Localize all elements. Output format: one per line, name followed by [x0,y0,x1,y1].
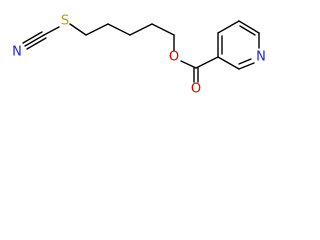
atom-label-nitrogen-thiocyanate: N [12,45,22,60]
ring-bond-5-inner [238,58,252,65]
atom-label-oxygen-carbonyl: O [191,82,201,97]
atom-label-nitrogen-pyridine: N [256,50,266,65]
bond-s-c1 [69,23,87,36]
bond-c3-c4 [129,23,153,36]
ring-bond-2 [217,20,240,34]
bond-triple-cn-3 [22,31,43,44]
bond-triple-cn-1 [24,34,45,47]
atom-label-sulfur: S [61,14,69,29]
bond-c2-c3 [107,23,131,36]
bond-o-carbonyl-c [180,60,197,69]
bond-triple-cn-2 [26,37,47,50]
ring-bond-6 [217,56,240,70]
bond-c-s [43,26,60,36]
ring-bond-5 [238,62,255,70]
bond-c4-c5 [151,23,175,36]
bond-c1-c2 [85,23,109,36]
ring-bond-3-inner [239,25,256,36]
molecule-structure: N S O O N [12,14,266,97]
atom-label-oxygen-ester: O [169,50,179,65]
bond-carbonyl-ring [195,56,219,69]
ring-bond-3 [238,20,260,34]
